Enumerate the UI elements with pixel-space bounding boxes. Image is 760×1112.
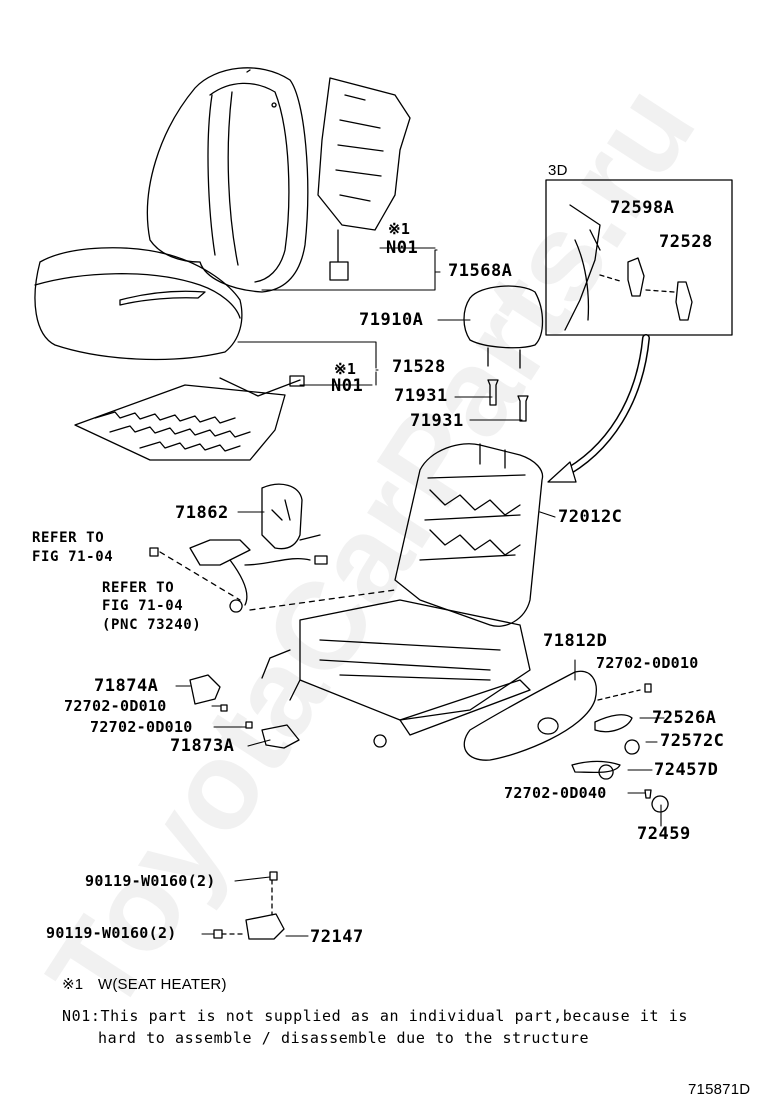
seat-back-cover (146, 67, 309, 293)
footnote-2-line1: N01:This part is not supplied as an indi… (62, 1007, 688, 1025)
seat-cushion-heater-pad (74, 375, 305, 461)
refer-to-1-line2: FIG 71-04 (32, 549, 114, 565)
label-71528: 71528 (392, 357, 446, 377)
label-71873A: 71873A (170, 736, 235, 756)
n01-code-b: N01 (331, 376, 364, 396)
seat-frame (261, 443, 544, 748)
label-71931-b: 71931 (410, 411, 464, 431)
refer-to-2-line1: REFER TO (102, 580, 175, 596)
label-71812D: 71812D (543, 631, 608, 651)
brackets (189, 674, 300, 749)
leader-lines (175, 247, 665, 937)
label-72598A: 72598A (610, 198, 675, 218)
belt-cover (261, 483, 303, 550)
refer-to-2-line3: (PNC 73240) (102, 617, 202, 633)
label-72702-0D010-l1: 72702-0D010 (64, 697, 167, 715)
n01-mark-a: ※1 (388, 220, 411, 238)
belt-buckle-wire (149, 534, 396, 613)
footnote-2-line2: hard to assemble / disassemble due to th… (98, 1029, 590, 1047)
footnote-1-mark: ※1 (62, 976, 84, 993)
3d-detail-box (545, 179, 733, 336)
label-72702-0D010-r: 72702-0D010 (596, 654, 699, 672)
refer-to-2-line2: FIG 71-04 (102, 598, 184, 614)
label-72459: 72459 (637, 824, 691, 844)
label-72012C: 72012C (558, 507, 623, 527)
refer-to-1-line1: REFER TO (32, 530, 105, 546)
label-72702-0D040: 72702-0D040 (504, 784, 607, 802)
direction-arrow (547, 334, 650, 483)
label-71862: 71862 (175, 503, 229, 523)
label-72572C: 72572C (660, 731, 725, 751)
label-72528: 72528 (659, 232, 713, 252)
headrest-supports (487, 379, 529, 422)
n01-code-a: N01 (386, 238, 419, 258)
label-71931-a: 71931 (394, 386, 448, 406)
bottom-bracket (213, 871, 285, 940)
label-72526A: 72526A (652, 708, 717, 728)
seat-back-heater-pad (317, 77, 411, 281)
headrest (463, 285, 544, 369)
label-90119-w0160-a: 90119-W0160(2) (85, 872, 216, 890)
label-71874A: 71874A (94, 676, 159, 696)
levers-and-knobs (571, 683, 669, 813)
label-72702-0D010-l2: 72702-0D010 (90, 718, 193, 736)
box-label-3d: 3D (548, 162, 568, 179)
n01-mark-b: ※1 (334, 360, 357, 378)
label-72457D: 72457D (654, 760, 719, 780)
seat-cushion-cover (34, 247, 243, 361)
side-shield-cover (463, 670, 641, 761)
label-72147: 72147 (310, 927, 364, 947)
label-71910A: 71910A (359, 310, 424, 330)
label-90119-w0160-b: 90119-W0160(2) (46, 924, 177, 942)
figure-id: 715871D (688, 1081, 751, 1098)
footnote-1-text: W(SEAT HEATER) (98, 976, 227, 993)
label-71568A: 71568A (448, 261, 513, 281)
